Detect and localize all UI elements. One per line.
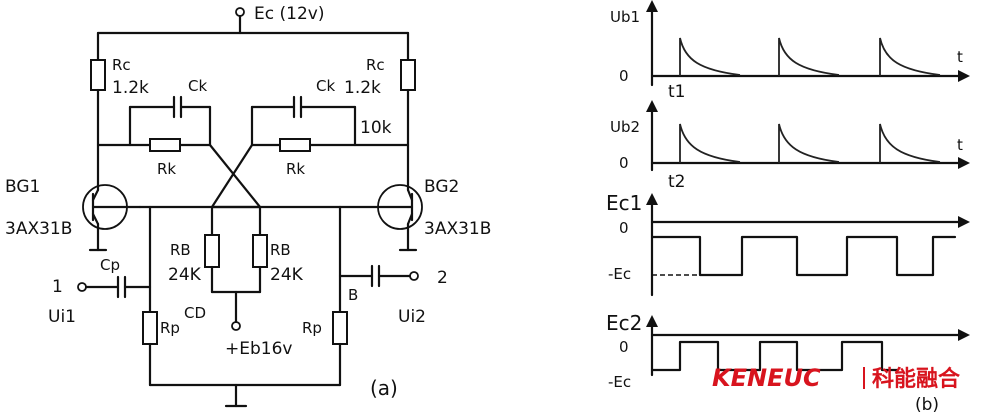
cross-wire-a [208, 143, 262, 209]
input1-label: 1 [52, 277, 63, 297]
ub2-spike-3 [879, 123, 941, 163]
ec1-neg-label: -Ec [608, 265, 631, 283]
cp-label: Cp [100, 256, 120, 274]
ec2-label: Ec2 [606, 311, 642, 335]
input1-terminal [77, 282, 87, 292]
rc-right-value: 1.2k [344, 78, 381, 98]
ec2-zero-label: 0 [619, 338, 629, 356]
cross-wire-b [210, 143, 254, 209]
rp-left-resistor [142, 311, 158, 345]
ec2-neg-label: -Ec [608, 373, 631, 391]
ec1-label: Ec1 [606, 191, 642, 215]
ub1-axis-arrow [646, 0, 658, 12]
t1-label: t1 [668, 82, 685, 102]
rc-left-label: Rc [112, 56, 131, 74]
rb-left-resistor [204, 234, 220, 268]
rk-right-resistor [279, 138, 311, 152]
rb-right-resistor [252, 234, 268, 268]
cd-label: CD [184, 304, 206, 322]
rb-left-label: RB [170, 241, 191, 259]
ub2-axis-arrow [646, 100, 658, 112]
ub1-spike-3 [879, 37, 941, 76]
ui1-label: Ui1 [48, 307, 76, 327]
ub2-label: Ub2 [610, 118, 640, 136]
ec1-square-wave [650, 235, 957, 277]
ub2-spike-2 [778, 123, 840, 163]
eb-terminal [231, 321, 241, 331]
bg2-label: BG2 [424, 177, 459, 197]
ub2-spike-1 [679, 123, 741, 163]
rp-right-label: Rp [302, 319, 322, 337]
ub2-t-label: t [957, 136, 963, 154]
circuit-diagram: Ec (12v) Rc 1.2k Rc 1.2k Ck Ck 10k [5, 4, 491, 408]
rb-right-value: 24K [270, 265, 304, 285]
caption-a: (a) [370, 376, 398, 400]
b-label: B [348, 286, 358, 304]
rc-left-value: 1.2k [112, 78, 149, 98]
ub1-t-label: t [957, 48, 963, 66]
ub2-zero-label: 0 [619, 154, 629, 172]
bg1-label: BG1 [5, 177, 40, 197]
logo-cn: 科能融合 [872, 366, 961, 392]
bg1-type: 3AX31B [5, 219, 72, 239]
supply-label: Ec (12v) [254, 4, 324, 24]
ck-left-label: Ck [188, 77, 207, 95]
rb-right-label: RB [270, 241, 291, 259]
supply-terminal [235, 7, 245, 17]
caption-b: (b) [915, 395, 939, 412]
ub1-zero-label: 0 [619, 67, 629, 85]
rc-left-resistor [90, 59, 106, 91]
rp-left-label: Rp [160, 319, 180, 337]
ec2-square-wave [650, 340, 899, 372]
ub1-spike-1 [679, 37, 741, 76]
bg2-type: 3AX31B [424, 219, 491, 239]
logo-brand: KENEUC [712, 364, 821, 392]
rc-right-resistor [400, 59, 416, 91]
ck-right-label: Ck [316, 77, 335, 95]
input2-label: 2 [437, 268, 448, 288]
ui2-label: Ui2 [398, 307, 426, 327]
t2-label: t2 [668, 172, 685, 192]
rp-right-resistor [332, 311, 348, 345]
rb-left-value: 24K [168, 265, 202, 285]
rk-right-label: Rk [286, 160, 305, 178]
input2-terminal [409, 271, 419, 281]
ub1-label: Ub1 [610, 8, 640, 26]
ec1-zero-label: 0 [619, 219, 629, 237]
keneuc-logo: KENEUC 科能融合 [712, 364, 961, 392]
ub1-spike-2 [778, 37, 840, 76]
rk-right-value: 10k [360, 118, 392, 138]
rc-right-label: Rc [366, 56, 385, 74]
waveforms: Ub1 0 t t1 Ub2 0 t t2 Ec1 0 -Ec Ec2 [606, 0, 970, 412]
eb-label: +Eb16v [225, 339, 292, 359]
ec2-axis-arrow [646, 315, 658, 327]
ec1-axis-arrow [646, 193, 658, 205]
rk-left-resistor [149, 138, 181, 152]
rk-left-label: Rk [157, 160, 176, 178]
